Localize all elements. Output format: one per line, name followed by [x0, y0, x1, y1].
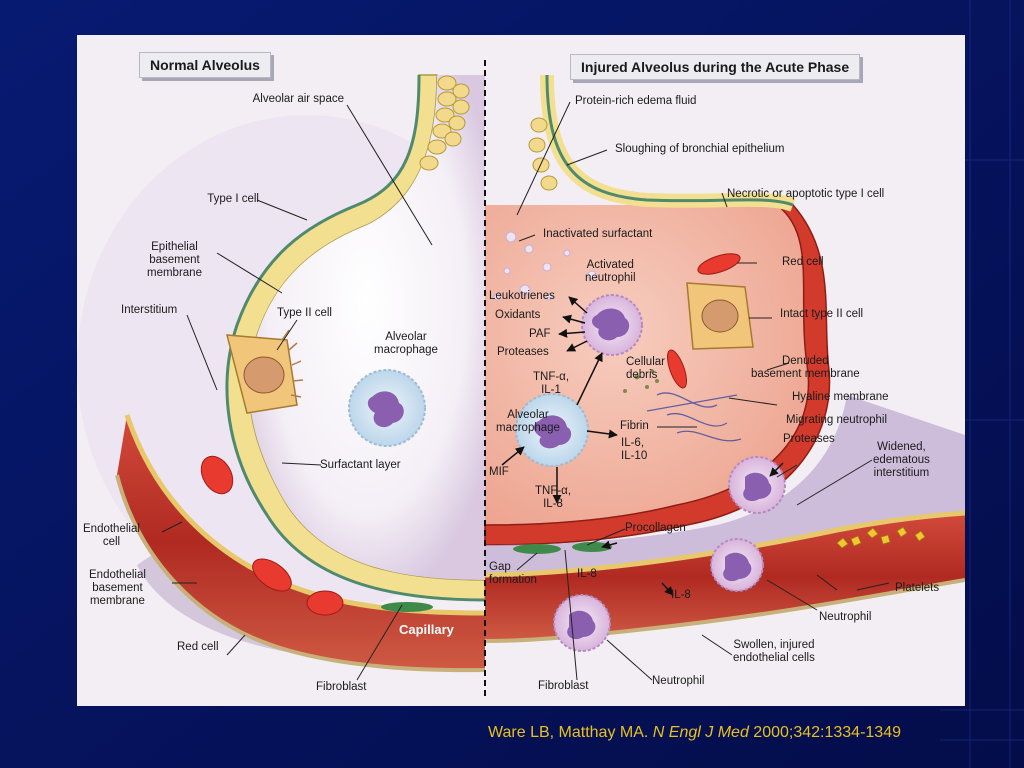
alveolus-illustration [77, 35, 965, 706]
label-epithelial-basement-membrane: Epithelial basement membrane [147, 241, 202, 279]
label-endothelial-cell: Endothelial cell [83, 523, 140, 548]
citation: Ware LB, Matthay MA. N Engl J Med 2000;3… [488, 724, 901, 742]
label-cellular-debris: Cellular debris [626, 356, 665, 381]
label-inactivated-surfactant: Inactivated surfactant [543, 228, 653, 240]
label-il8-a: IL-8 [577, 568, 597, 580]
label-tnf-il1: TNF-α, IL-1 [533, 371, 570, 396]
label-fibrin: Fibrin [620, 420, 649, 432]
citation-authors: Ware LB, Matthay MA. [488, 724, 649, 741]
label-capillary: Capillary [399, 622, 454, 637]
label-alveolar-air-space: Alveolar air space [252, 93, 344, 105]
label-migrating-neutrophil: Migrating neutrophil [786, 414, 888, 426]
citation-reference: 2000;342:1334-1349 [753, 724, 901, 741]
label-type-ii-cell: Type II cell [277, 307, 332, 319]
label-hyaline-membrane: Hyaline membrane [792, 391, 889, 403]
label-il8-b: IL-8 [671, 589, 691, 601]
alveolus-figure: Normal Alveolus Injured Alveolus during … [77, 35, 965, 706]
label-alveolar-macrophage-right: Alveolar macrophage [496, 409, 560, 434]
label-procollagen: Procollagen [625, 522, 686, 534]
label-leukotrienes: Leukotrienes [489, 290, 555, 302]
label-il6-il10: IL-6, IL-10 [621, 437, 648, 462]
label-activated-neutrophil: Activated neutrophil [585, 259, 636, 284]
label-tnf-il8: TNF-α, IL-8 [535, 485, 572, 510]
label-platelets: Platelets [895, 582, 940, 594]
label-mif: MIF [489, 466, 509, 478]
label-fibroblast-left: Fibroblast [316, 681, 367, 693]
label-alveolar-macrophage-left: Alveolar macrophage [374, 331, 438, 356]
citation-journal: N Engl J Med [652, 724, 749, 741]
label-necrotic-type-i-cell: Necrotic or apoptotic type I cell [727, 188, 885, 200]
label-gap-formation: Gap formation [489, 561, 537, 586]
label-intact-type-ii-cell: Intact type II cell [780, 308, 864, 320]
label-protein-rich-edema-fluid: Protein-rich edema fluid [575, 95, 697, 107]
label-denuded-basement-membrane: Denuded basement membrane [751, 355, 860, 380]
label-paf: PAF [529, 328, 551, 340]
label-swollen-endothelial-cells: Swollen, injured endothelial cells [733, 639, 815, 664]
label-fibroblast-right: Fibroblast [538, 680, 589, 692]
label-proteases-right: Proteases [783, 433, 835, 445]
normal-alveolus-title: Normal Alveolus [139, 52, 271, 78]
label-red-cell-left: Red cell [177, 641, 219, 653]
label-widened-edematous-interstitium: Widened, edematous interstitium [873, 441, 930, 479]
label-proteases-left: Proteases [497, 346, 549, 358]
label-sloughing-bronchial-epithelium: Sloughing of bronchial epithelium [615, 143, 785, 155]
label-interstitium: Interstitium [121, 304, 178, 316]
label-oxidants: Oxidants [495, 309, 541, 321]
label-neutrophil-upper: Neutrophil [819, 611, 872, 623]
label-endothelial-basement-membrane: Endothelial basement membrane [89, 569, 146, 607]
injured-alveolus-title: Injured Alveolus during the Acute Phase [570, 54, 861, 80]
label-neutrophil-lower: Neutrophil [652, 675, 705, 687]
label-red-cell-right: Red cell [782, 256, 824, 268]
label-surfactant-layer: Surfactant layer [320, 459, 401, 471]
label-type-i-cell: Type I cell [207, 193, 259, 205]
